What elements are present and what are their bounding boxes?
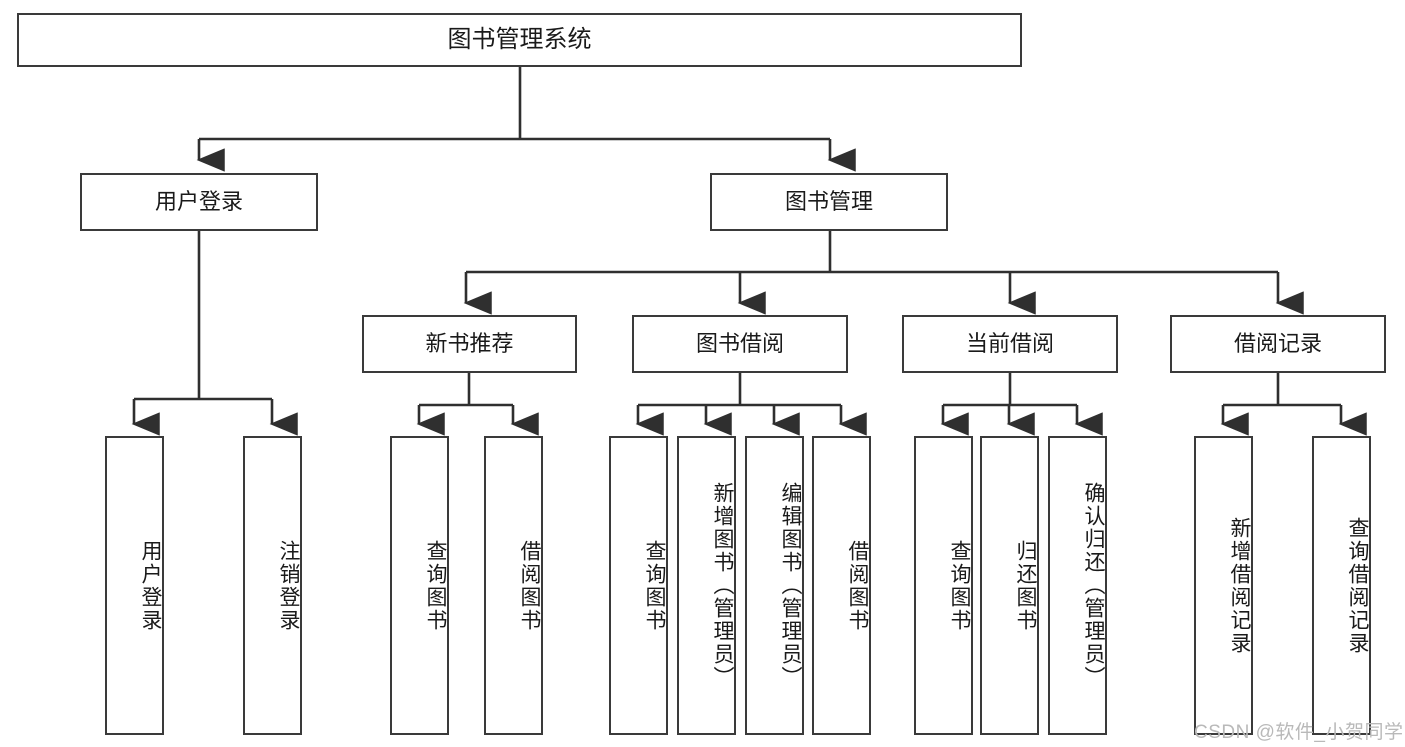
node-book-borrow[interactable]: 图书借阅 — [632, 315, 848, 373]
leaf-user-login-logout[interactable]: 注销登录 — [243, 436, 302, 735]
node-label: 新书推荐 — [425, 331, 514, 357]
node-label: 借阅图书 — [518, 539, 541, 632]
node-label: 当前借阅 — [965, 331, 1054, 357]
leaf-current-borrow-return[interactable]: 归还图书 — [980, 436, 1039, 735]
node-label: 查询借阅记录 — [1346, 516, 1369, 655]
node-label: 借阅记录 — [1233, 331, 1322, 357]
node-label: 借阅图书 — [846, 539, 869, 632]
leaf-user-login-login[interactable]: 用户登录 — [105, 436, 164, 735]
node-label: 新增借阅记录 — [1228, 516, 1251, 655]
leaf-current-borrow-confirm-return[interactable]: 确认归还（管理员） — [1048, 436, 1107, 735]
leaf-current-borrow-query[interactable]: 查询图书 — [914, 436, 973, 735]
watermark-text: CSDN @软件_小贺同学 — [1194, 722, 1404, 743]
node-label: 图书管理系统 — [447, 26, 592, 54]
node-label: 归还图书 — [1014, 539, 1037, 632]
node-new-book-recommend[interactable]: 新书推荐 — [362, 315, 577, 373]
node-label: 查询图书 — [424, 539, 447, 632]
node-book-management[interactable]: 图书管理 — [710, 173, 948, 231]
node-label: 图书管理 — [784, 189, 873, 215]
leaf-new-book-query[interactable]: 查询图书 — [390, 436, 449, 735]
node-label: 用户登录 — [154, 189, 243, 215]
node-label: 图书借阅 — [695, 331, 784, 357]
node-label: 注销登录 — [277, 539, 300, 632]
node-label: 编辑图书（管理员） — [779, 482, 802, 689]
node-label: 确认归还（管理员） — [1082, 482, 1105, 689]
leaf-new-book-borrow[interactable]: 借阅图书 — [484, 436, 543, 735]
node-label: 查询图书 — [948, 539, 971, 632]
node-label: 新增图书（管理员） — [711, 482, 734, 689]
node-user-login[interactable]: 用户登录 — [80, 173, 318, 231]
node-borrow-record[interactable]: 借阅记录 — [1170, 315, 1386, 373]
leaf-borrow-record-add[interactable]: 新增借阅记录 — [1194, 436, 1253, 735]
leaf-borrow-record-query[interactable]: 查询借阅记录 — [1312, 436, 1371, 735]
leaf-book-borrow-edit[interactable]: 编辑图书（管理员） — [745, 436, 804, 735]
node-root-book-management-system[interactable]: 图书管理系统 — [17, 13, 1022, 67]
leaf-book-borrow-query[interactable]: 查询图书 — [609, 436, 668, 735]
node-label: 用户登录 — [139, 539, 162, 632]
node-label: 查询图书 — [643, 539, 666, 632]
leaf-book-borrow-add[interactable]: 新增图书（管理员） — [677, 436, 736, 735]
leaf-book-borrow-borrow[interactable]: 借阅图书 — [812, 436, 871, 735]
node-current-borrow[interactable]: 当前借阅 — [902, 315, 1118, 373]
